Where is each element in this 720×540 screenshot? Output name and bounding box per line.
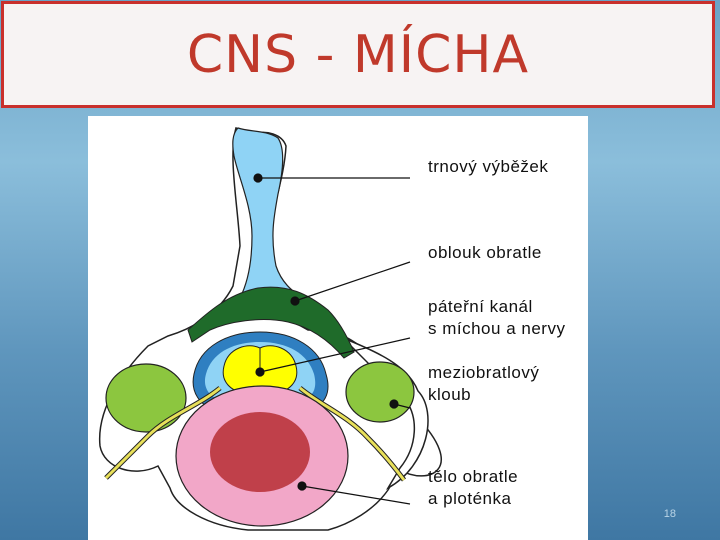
- leader-lines: [253, 173, 411, 505]
- vertebra-diagram: trnový výběžek oblouk obratle páteřní ka…: [88, 116, 588, 540]
- label-spinal-canal-2: s míchou a nervy: [428, 319, 565, 338]
- leader-dot-spinous: [253, 173, 263, 183]
- page-title: CNS - MÍCHA: [186, 24, 530, 85]
- page-number: 18: [663, 508, 676, 520]
- label-spinous-process: trnový výběžek: [428, 157, 548, 176]
- label-body-1: tělo obratle: [428, 467, 518, 486]
- vertebra-svg: trnový výběžek oblouk obratle páteřní ka…: [99, 127, 565, 531]
- leader-dot-canal: [255, 367, 265, 377]
- label-joint-1: meziobratlový: [428, 363, 539, 382]
- label-body-2: a ploténka: [428, 489, 511, 508]
- disc-nucleus-shape: [210, 412, 310, 492]
- left-joint-shape: [105, 363, 187, 433]
- label-vertebral-arch: oblouk obratle: [428, 243, 542, 262]
- vertebral-arch-shape: [187, 286, 355, 359]
- title-banner: CNS - MÍCHA: [1, 1, 715, 108]
- leader-dot-arch: [290, 296, 300, 306]
- label-joint-2: kloub: [428, 385, 471, 404]
- label-spinal-canal-1: páteřní kanál: [428, 297, 533, 316]
- right-joint-shape: [345, 361, 415, 423]
- leader-dot-joint: [389, 399, 399, 409]
- leader-dot-body: [297, 481, 307, 491]
